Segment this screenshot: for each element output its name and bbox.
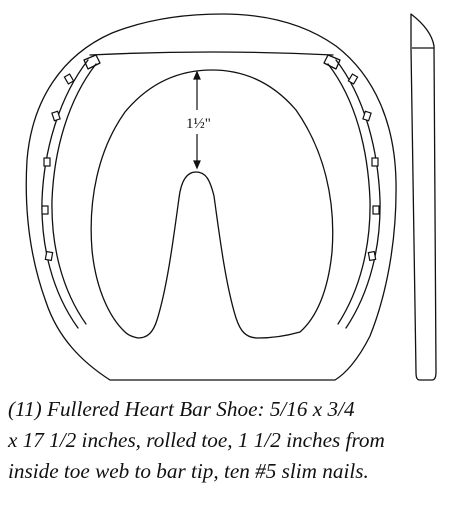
nail-hole-right-3 [371, 157, 379, 167]
caption-line-1: (11) Fullered Heart Bar Shoe: 5/16 x 3/4 [8, 397, 355, 421]
nail-hole-left-4 [41, 205, 49, 215]
heart-bar-shoe-diagram: 1½" [25, 13, 437, 381]
right-fuller-groove [335, 59, 381, 329]
left-fuller-groove-inner [51, 63, 97, 325]
shoe-side-profile [410, 13, 437, 381]
shoe-inner-edge [90, 69, 334, 339]
figure-caption: (11) Fullered Heart Bar Shoe: 5/16 x 3/4… [8, 394, 454, 487]
left-toe-clip [83, 54, 101, 70]
nail-hole-left-1 [63, 73, 75, 85]
nail-hole-right-2 [362, 110, 372, 122]
shoe-outer-edge [25, 13, 397, 381]
dimension-arrow-top [193, 70, 201, 80]
nail-hole-left-3 [43, 157, 51, 167]
caption-line-3: inside toe web to bar tip, ten #5 slim n… [8, 459, 369, 483]
dimension-arrow-bottom [193, 160, 201, 170]
nail-hole-left-5 [44, 250, 54, 262]
nail-hole-right-4 [372, 205, 380, 215]
nail-hole-left-2 [51, 110, 61, 122]
caption-line-2: x 17 1/2 inches, rolled toe, 1 1/2 inche… [8, 428, 385, 452]
right-toe-clip [323, 54, 341, 70]
left-fuller-groove [41, 59, 89, 329]
dimension-label: 1½" [186, 116, 211, 132]
nail-hole-right-1 [347, 73, 359, 85]
toe-line [89, 51, 334, 56]
right-fuller-groove-inner [327, 63, 371, 325]
nail-hole-right-5 [367, 250, 377, 262]
